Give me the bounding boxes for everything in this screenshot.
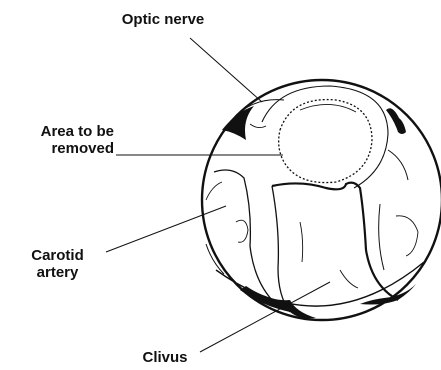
label-carotid-line1: Carotid <box>10 247 105 264</box>
label-carotid-line2: artery <box>10 264 105 281</box>
label-optic-nerve-text: Optic nerve <box>122 11 205 28</box>
label-area-to-be-removed: Area to be removed <box>6 123 114 157</box>
label-area-line1: Area to be <box>6 123 114 140</box>
label-area-line2: removed <box>6 140 114 157</box>
optic-nerve-leader <box>190 38 262 102</box>
label-clivus-text: Clivus <box>142 349 187 366</box>
label-clivus: Clivus <box>135 349 195 366</box>
label-carotid-artery: Carotid artery <box>10 247 105 281</box>
label-optic-nerve: Optic nerve <box>98 11 228 28</box>
